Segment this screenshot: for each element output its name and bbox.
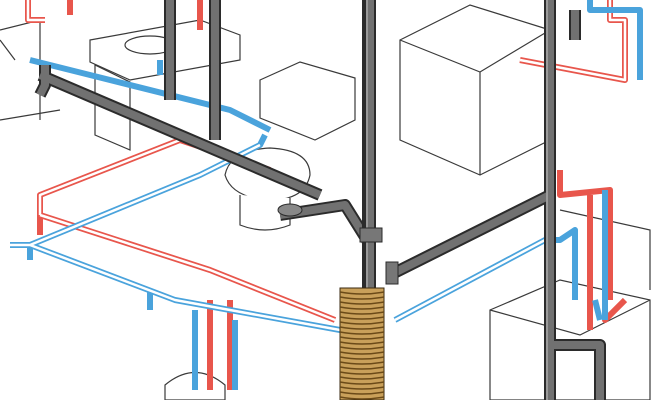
corrugation-ridge — [339, 316, 385, 320]
pipe-fitting — [385, 261, 399, 285]
corrugation-ridge — [339, 311, 385, 315]
corrugation-ridge — [339, 341, 385, 345]
corrugation-ridge — [339, 371, 385, 375]
cold-water-line — [10, 0, 643, 390]
corrugation-ridge — [339, 391, 385, 395]
corrugation-ridge — [339, 351, 385, 355]
corrugation-ridge — [339, 306, 385, 310]
corrugation-ridge — [339, 301, 385, 305]
corrugation-ridge — [339, 376, 385, 380]
main-drain-corrugated — [339, 287, 385, 400]
corrugation-ridge — [339, 296, 385, 300]
corrugation-ridge — [339, 361, 385, 365]
corrugation-ridge — [339, 381, 385, 385]
washing-machine-icon — [399, 4, 551, 176]
corrugation-ridge — [339, 346, 385, 350]
corrugation-ridge — [339, 366, 385, 370]
corrugation-ridge — [339, 396, 385, 400]
drain-vent-pipes — [34, 0, 606, 400]
corrugation-ridge — [339, 386, 385, 390]
corrugation-ridge — [339, 356, 385, 360]
corrugation-ridge — [339, 331, 385, 335]
corrugation-ridge — [339, 336, 385, 340]
toilet-flange — [277, 203, 303, 217]
corrugation-ridge — [339, 291, 385, 295]
corrugation-ridge — [339, 321, 385, 325]
hot-water-line — [25, 0, 628, 390]
corrugation-ridge — [339, 326, 385, 330]
pipe-fitting — [359, 227, 383, 243]
